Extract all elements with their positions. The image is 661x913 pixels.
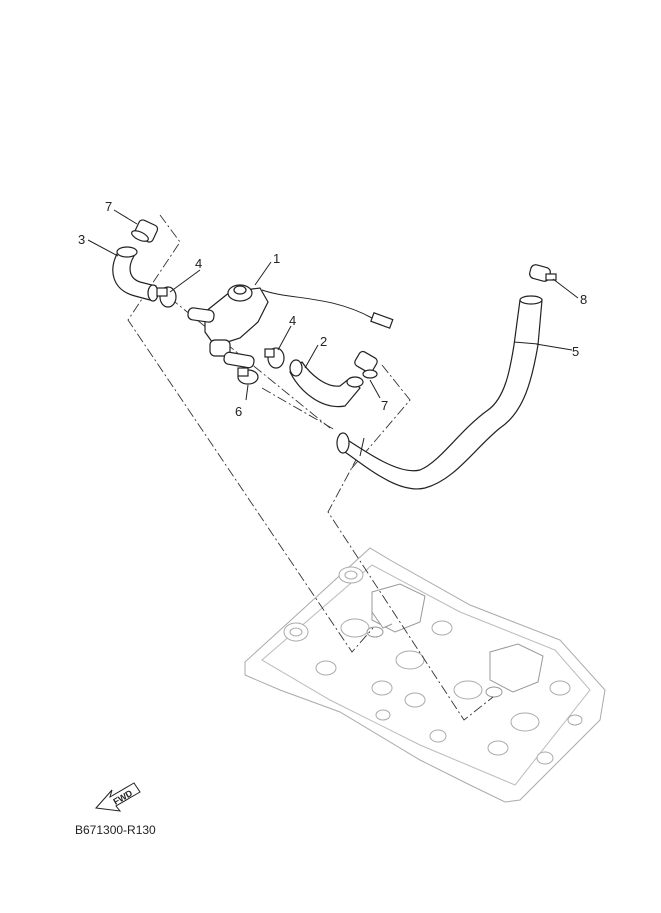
hose-part-5[interactable] <box>336 295 543 490</box>
callout-7-lower: 7 <box>381 398 388 413</box>
callout-7-upper: 7 <box>105 199 112 214</box>
clamp-part-8[interactable] <box>529 264 557 283</box>
callout-8: 8 <box>580 292 587 307</box>
callout-4-lower: 4 <box>289 313 296 328</box>
clamp-part-7-lower[interactable] <box>353 350 378 379</box>
reference-code: B671300-R130 <box>75 823 156 837</box>
fwd-arrow-icon: FWD <box>94 782 141 812</box>
callout-6: 6 <box>235 404 242 419</box>
callout-4-upper: 4 <box>195 256 202 271</box>
air-cutoff-valve-part-1[interactable] <box>187 284 394 369</box>
callout-3: 3 <box>78 232 85 247</box>
callout-2: 2 <box>320 334 327 349</box>
clamp-part-4-lower[interactable] <box>264 347 285 369</box>
callout-1: 1 <box>273 251 280 266</box>
clamp-part-4-upper[interactable] <box>156 286 177 308</box>
callout-5: 5 <box>572 344 579 359</box>
leader-lines <box>87 209 579 401</box>
hose-part-3[interactable] <box>112 246 159 302</box>
clamp-part-7-upper[interactable] <box>130 219 159 244</box>
clamp-part-6[interactable] <box>237 367 259 385</box>
hose-part-2[interactable] <box>289 359 364 408</box>
cylinder-head <box>244 547 606 803</box>
